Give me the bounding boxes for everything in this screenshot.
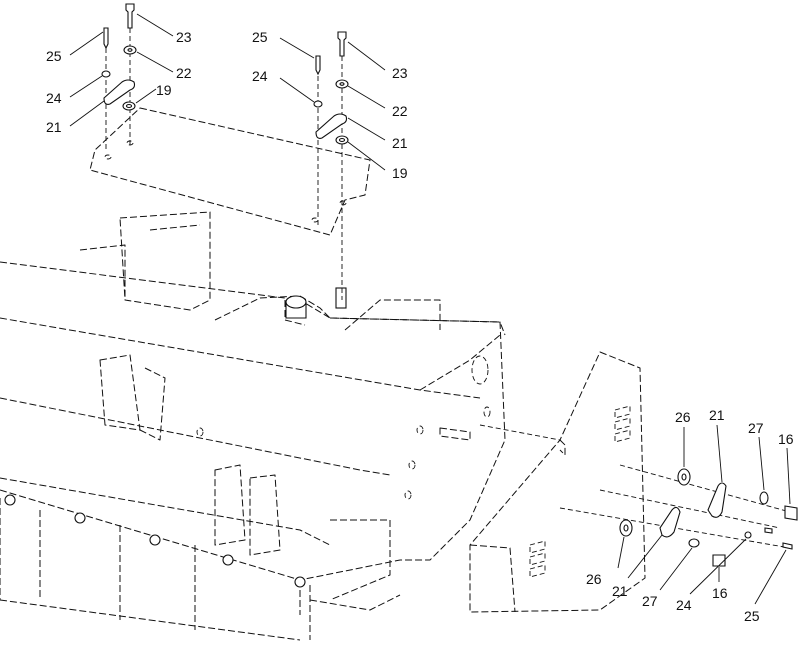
left-hardware-stack xyxy=(101,3,137,150)
washer-24-left xyxy=(101,70,111,78)
washer-27-lower xyxy=(688,538,700,548)
mount-post xyxy=(285,287,347,319)
callout-27-upper: 27 xyxy=(748,420,764,436)
callout-25-side: 25 xyxy=(744,608,760,624)
washer-24-right xyxy=(313,100,323,108)
link-21-left xyxy=(103,79,136,105)
callout-23-left: 23 xyxy=(176,29,192,45)
callout-25-left: 25 xyxy=(46,48,62,64)
callout-labels: 25 23 22 24 19 21 25 23 24 22 21 19 26 2… xyxy=(46,29,794,624)
end-plate-holes xyxy=(196,355,491,500)
right-hardware-stack xyxy=(313,31,349,300)
screw-25-side xyxy=(782,542,793,550)
callout-23-right: 23 xyxy=(392,65,408,81)
screw-25-right xyxy=(315,55,321,76)
bolt-23-left xyxy=(125,3,135,29)
callout-26-upper: 26 xyxy=(675,409,691,425)
callout-26-lower: 26 xyxy=(586,571,602,587)
callout-24-left: 24 xyxy=(46,90,62,106)
callout-24-right: 24 xyxy=(252,68,268,84)
leader-lines xyxy=(69,13,791,605)
callout-25-right: 25 xyxy=(252,29,268,45)
bolt-16-lower xyxy=(712,554,726,567)
callout-16-lower: 16 xyxy=(712,585,728,601)
bolt-16-upper xyxy=(784,505,798,521)
washer-27-upper xyxy=(759,491,769,505)
callout-22-left: 22 xyxy=(176,65,192,81)
callout-21-side-lower: 21 xyxy=(612,583,628,599)
link-21-side-lower xyxy=(659,506,681,538)
bolt-23-right xyxy=(337,31,347,57)
callout-24-side: 24 xyxy=(676,597,692,613)
washer-24-side xyxy=(744,531,752,539)
screw-25-left xyxy=(103,27,109,50)
link-21-side-upper xyxy=(707,482,727,518)
callout-19-left: 19 xyxy=(156,82,172,98)
end-plate-pin xyxy=(439,427,471,441)
side-cover-panel xyxy=(469,351,646,613)
callout-16-upper: 16 xyxy=(778,431,794,447)
callout-21-right: 21 xyxy=(392,135,408,151)
callout-21-left: 21 xyxy=(46,119,62,135)
callout-22-right: 22 xyxy=(392,103,408,119)
callout-19-right: 19 xyxy=(392,165,408,181)
main-frame xyxy=(0,211,506,641)
callout-27-lower: 27 xyxy=(642,593,658,609)
callout-21-side-upper: 21 xyxy=(709,407,725,423)
link-21-right xyxy=(315,113,348,139)
side-hardware xyxy=(479,424,798,567)
cover-bolts xyxy=(4,494,306,588)
